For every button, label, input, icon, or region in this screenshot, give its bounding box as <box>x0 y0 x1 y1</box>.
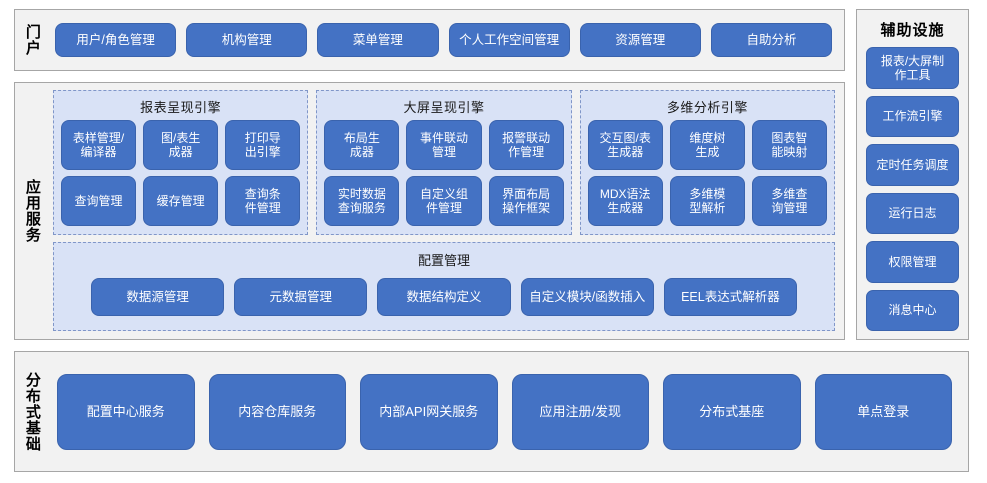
engine-large-screen-rendering-grid: 布局生 成器 事件联动 管理 报警联动 作管理 实时数据 查询服务 自定义组 件… <box>324 120 564 226</box>
portal-button-group: 用户/角色管理 机构管理 菜单管理 个人工作空间管理 资源管理 自助分析 <box>49 10 844 70</box>
portal-button-user-role-management[interactable]: 用户/角色管理 <box>55 23 177 57</box>
aux-button-scheduled-task-scheduler[interactable]: 定时任务调度 <box>866 144 959 186</box>
config-button-metadata-management[interactable]: 元数据管理 <box>234 278 368 316</box>
auxiliary-facilities-title: 辅助设施 <box>880 22 945 39</box>
portal-button-resource-management[interactable]: 资源管理 <box>579 23 701 57</box>
aux-button-report-dashboard-authoring-tool[interactable]: 报表/大屏制 作工具 <box>866 47 959 89</box>
engine3-button-chart-smart-mapping[interactable]: 图表智 能映射 <box>751 120 827 170</box>
aux-button-workflow-engine[interactable]: 工作流引擎 <box>866 95 959 137</box>
engine-multidimensional-analysis: 多维分析引擎 交互图/表 生成器 维度树 生成 图表智 能映射 MDX语法 生成… <box>579 90 835 235</box>
aux-button-message-center[interactable]: 消息中心 <box>866 289 959 331</box>
application-service-band-label: 应用服务 <box>23 179 41 243</box>
engine-report-rendering-grid: 表样管理/ 编译器 图/表生 成器 打印导 出引擎 查询管理 缓存管理 查询条 … <box>61 120 301 226</box>
dist-button-internal-api-gateway-service[interactable]: 内部API网关服务 <box>360 373 498 450</box>
engine-report-rendering: 报表呈现引擎 表样管理/ 编译器 图/表生 成器 打印导 出引擎 查询管理 缓存… <box>53 90 309 235</box>
engine2-button-ui-layout-operation-framework[interactable]: 界面布局 操作框架 <box>488 176 564 226</box>
aux-button-runtime-log[interactable]: 运行日志 <box>866 192 959 234</box>
engine1-button-template-management-compiler[interactable]: 表样管理/ 编译器 <box>61 120 137 170</box>
application-service-band: 应用服务 报表呈现引擎 表样管理/ 编译器 图/表生 成器 打印导 出引擎 查询… <box>14 82 845 340</box>
portal-button-menu-management[interactable]: 菜单管理 <box>317 23 439 57</box>
config-button-eel-expression-parser[interactable]: EEL表达式解析器 <box>663 278 798 316</box>
configuration-management-title: 配置管理 <box>417 253 470 268</box>
dist-button-config-center-service[interactable]: 配置中心服务 <box>57 373 195 450</box>
distributed-foundation-band-label: 分布式基础 <box>23 371 41 452</box>
config-button-data-structure-definition[interactable]: 数据结构定义 <box>377 278 511 316</box>
engine3-button-mdx-syntax-generator[interactable]: MDX语法 生成器 <box>587 176 663 226</box>
engine3-button-interactive-chart-table-generator[interactable]: 交互图/表 生成器 <box>587 120 663 170</box>
configuration-management-button-group: 数据源管理 元数据管理 数据结构定义 自定义模块/函数插入 EEL表达式解析器 <box>63 275 825 321</box>
engine2-button-event-linkage-management[interactable]: 事件联动 管理 <box>406 120 482 170</box>
portal-band: 门户 用户/角色管理 机构管理 菜单管理 个人工作空间管理 资源管理 自助分析 <box>14 9 845 71</box>
auxiliary-facilities-panel: 辅助设施 报表/大屏制 作工具 工作流引擎 定时任务调度 运行日志 权限管理 消… <box>856 9 969 340</box>
config-button-custom-module-function-insert[interactable]: 自定义模块/函数插入 <box>520 278 654 316</box>
engine1-button-query-management[interactable]: 查询管理 <box>61 176 137 226</box>
engine3-button-multidimensional-model-parsing[interactable]: 多维模 型解析 <box>669 176 745 226</box>
engine3-button-multidimensional-query-management[interactable]: 多维查 询管理 <box>751 176 827 226</box>
distributed-foundation-button-group: 配置中心服务 内容仓库服务 内部API网关服务 应用注册/发现 分布式基座 单点… <box>49 352 968 471</box>
dist-button-content-repository-service[interactable]: 内容仓库服务 <box>208 373 346 450</box>
engine1-button-print-export-engine[interactable]: 打印导 出引擎 <box>225 120 301 170</box>
engines-row: 报表呈现引擎 表样管理/ 编译器 图/表生 成器 打印导 出引擎 查询管理 缓存… <box>53 90 835 235</box>
aux-button-permission-management[interactable]: 权限管理 <box>866 241 959 283</box>
engine-multidimensional-analysis-grid: 交互图/表 生成器 维度树 生成 图表智 能映射 MDX语法 生成器 多维模 型… <box>587 120 827 226</box>
auxiliary-facilities-list: 报表/大屏制 作工具 工作流引擎 定时任务调度 运行日志 权限管理 消息中心 <box>866 47 959 331</box>
engine-multidimensional-analysis-title: 多维分析引擎 <box>666 100 748 115</box>
engine1-button-cache-management[interactable]: 缓存管理 <box>143 176 219 226</box>
engine-report-rendering-title: 报表呈现引擎 <box>140 100 222 115</box>
portal-band-label: 门户 <box>23 24 41 56</box>
dist-button-single-sign-on[interactable]: 单点登录 <box>814 373 952 450</box>
portal-button-org-management[interactable]: 机构管理 <box>186 23 308 57</box>
config-button-datasource-management[interactable]: 数据源管理 <box>91 278 225 316</box>
engine2-button-layout-generator[interactable]: 布局生 成器 <box>324 120 400 170</box>
distributed-foundation-band: 分布式基础 配置中心服务 内容仓库服务 内部API网关服务 应用注册/发现 分布… <box>14 351 969 472</box>
portal-button-self-service-analysis[interactable]: 自助分析 <box>710 23 833 57</box>
engine-large-screen-rendering: 大屏呈现引擎 布局生 成器 事件联动 管理 报警联动 作管理 实时数据 查询服务… <box>316 90 572 235</box>
engine1-button-chart-table-generator[interactable]: 图/表生 成器 <box>143 120 219 170</box>
application-service-body: 报表呈现引擎 表样管理/ 编译器 图/表生 成器 打印导 出引擎 查询管理 缓存… <box>49 83 844 339</box>
engine2-button-alarm-linkage-action-management[interactable]: 报警联动 作管理 <box>488 120 564 170</box>
engine2-button-realtime-data-query-service[interactable]: 实时数据 查询服务 <box>324 176 400 226</box>
engine1-button-query-condition-management[interactable]: 查询条 件管理 <box>225 176 301 226</box>
dist-button-distributed-base[interactable]: 分布式基座 <box>663 373 801 450</box>
engine-large-screen-rendering-title: 大屏呈现引擎 <box>403 100 485 115</box>
dist-button-app-registration-discovery[interactable]: 应用注册/发现 <box>511 373 649 450</box>
engine3-button-dimension-tree-generation[interactable]: 维度树 生成 <box>669 120 745 170</box>
engine2-button-custom-component-management[interactable]: 自定义组 件管理 <box>406 176 482 226</box>
configuration-management-group: 配置管理 数据源管理 元数据管理 数据结构定义 自定义模块/函数插入 EEL表达… <box>53 242 835 331</box>
portal-button-personal-workspace-management[interactable]: 个人工作空间管理 <box>448 23 570 57</box>
